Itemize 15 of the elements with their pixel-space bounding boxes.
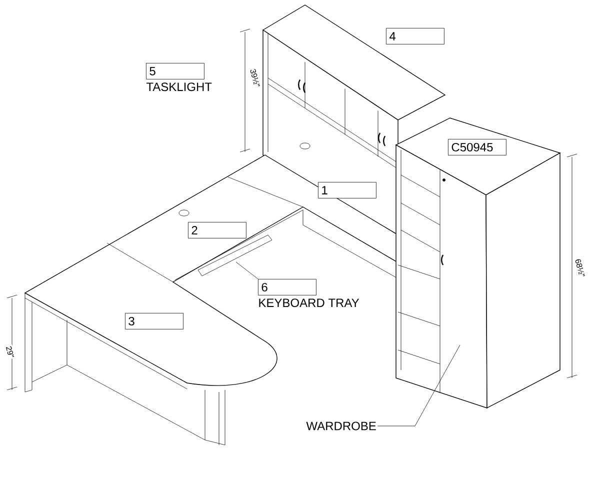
callout-box: 1 (318, 182, 376, 198)
dimension-label: 29" (4, 344, 16, 360)
callout-box: C50945 (448, 139, 506, 156)
part-label: WARDROBE (306, 422, 376, 430)
part-label: KEYBOARD TRAY (259, 298, 360, 308)
leader-line (377, 344, 460, 426)
callout-box: 5 (146, 62, 204, 80)
callout-box: 6 (258, 278, 316, 296)
leader-line (236, 262, 258, 280)
part-label: TASKLIGHT (146, 82, 212, 92)
callout-box: 2 (188, 222, 246, 238)
callout-box: 3 (125, 312, 184, 330)
dimension-label: 68½" (574, 257, 586, 279)
dimension-label: 39½" (248, 67, 262, 89)
callout-box: 4 (386, 28, 444, 44)
